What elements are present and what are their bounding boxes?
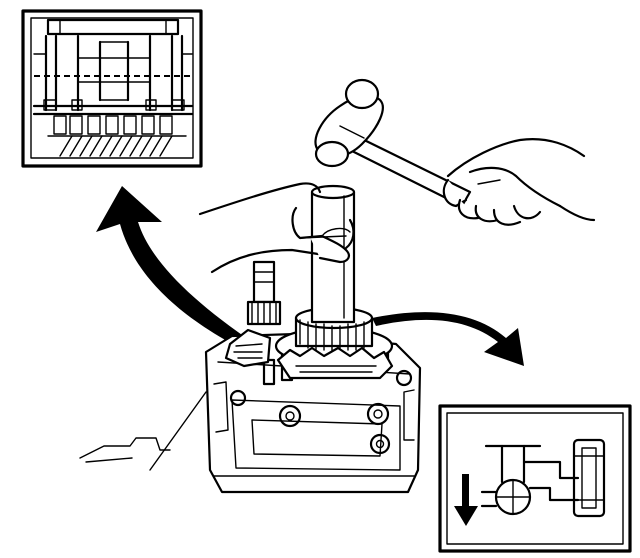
arrow-upper-left	[96, 186, 258, 354]
arrow-lower-right	[372, 312, 524, 366]
gear-cluster	[224, 260, 394, 380]
inset-upper-left	[21, 9, 203, 168]
down-arrow-icon	[454, 474, 478, 526]
hammer-hand	[442, 138, 596, 226]
inset-lower-right	[438, 404, 632, 553]
hammer	[314, 78, 472, 208]
holding-hand	[198, 182, 355, 274]
